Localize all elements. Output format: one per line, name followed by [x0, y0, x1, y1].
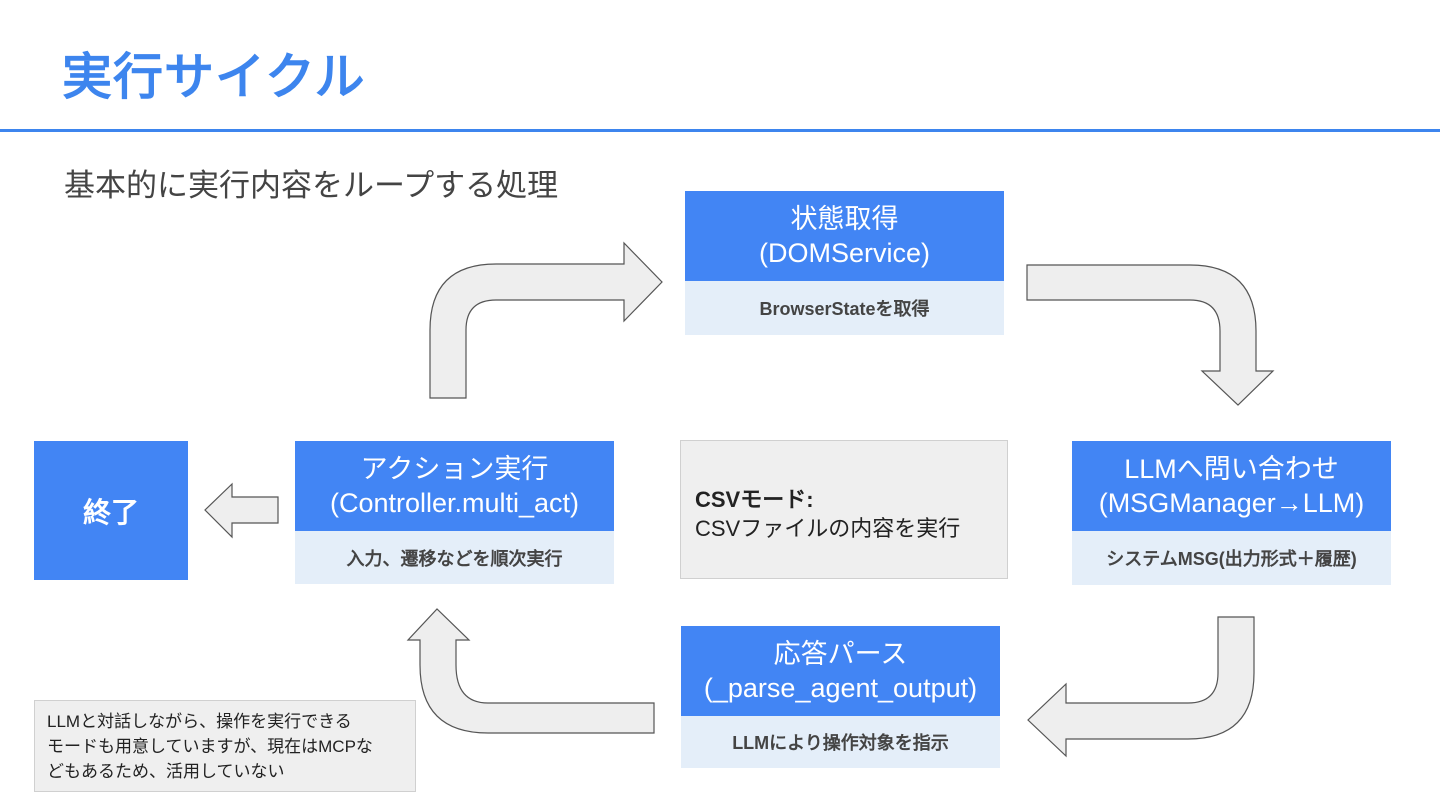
csv-mode-title: CSVモード:	[695, 487, 814, 512]
state-box-header: 状態取得 (DOMService)	[685, 191, 1004, 281]
arrow-action-to-state-icon	[429, 241, 663, 399]
note-box: LLMと対話しながら、操作を実行できる モードも用意していますが、現在はMCPな…	[34, 700, 416, 792]
note-line: LLMと対話しながら、操作を実行できる	[47, 712, 352, 731]
end-box: 終了	[34, 441, 188, 580]
llm-box-header: LLMへ問い合わせ (MSGManager→LLM)	[1072, 441, 1391, 531]
arrow-parse-to-action-icon	[406, 608, 655, 734]
action-box-title: アクション実行	[360, 454, 549, 484]
llm-box-module: (MSGManager→LLM)	[1098, 488, 1365, 518]
page-subtitle: 基本的に実行内容をループする処理	[64, 168, 559, 203]
action-box-detail: 入力、遷移などを順次実行	[295, 531, 614, 584]
action-box-module: (Controller.multi_act)	[329, 488, 580, 518]
arrow-state-to-llm-icon	[1026, 264, 1275, 406]
state-box-title: 状態取得	[790, 204, 899, 234]
state-box-module: (DOMService)	[758, 238, 930, 268]
action-box-header: アクション実行 (Controller.multi_act)	[295, 441, 614, 531]
state-box: 状態取得 (DOMService) BrowserStateを取得	[685, 191, 1004, 335]
page-title: 実行サイクル	[62, 49, 366, 105]
llm-box-detail: システムMSG(出力形式＋履歴)	[1072, 531, 1391, 585]
arrow-llm-to-parse-icon	[1027, 616, 1255, 758]
title-divider	[0, 129, 1440, 132]
note-line: モードも用意していますが、現在はMCPな	[47, 737, 373, 756]
llm-box-title: LLMへ問い合わせ	[1124, 454, 1339, 484]
parse-box-title: 応答パース	[773, 639, 908, 669]
llm-box: LLMへ問い合わせ (MSGManager→LLM) システムMSG(出力形式＋…	[1072, 441, 1391, 585]
parse-box-module: (_parse_agent_output)	[703, 673, 978, 703]
csv-mode-body: CSVファイルの内容を実行	[695, 516, 961, 541]
state-box-detail: BrowserStateを取得	[685, 281, 1004, 335]
csv-mode-box: CSVモード: CSVファイルの内容を実行	[680, 440, 1008, 579]
action-box: アクション実行 (Controller.multi_act) 入力、遷移などを順…	[295, 441, 614, 584]
parse-box-header: 応答パース (_parse_agent_output)	[681, 626, 1000, 716]
arrow-action-to-end-icon	[204, 482, 279, 539]
parse-box-detail: LLMにより操作対象を指示	[681, 716, 1000, 768]
parse-box: 応答パース (_parse_agent_output) LLMにより操作対象を指…	[681, 626, 1000, 768]
note-line: どもあるため、活用していない	[47, 762, 285, 781]
